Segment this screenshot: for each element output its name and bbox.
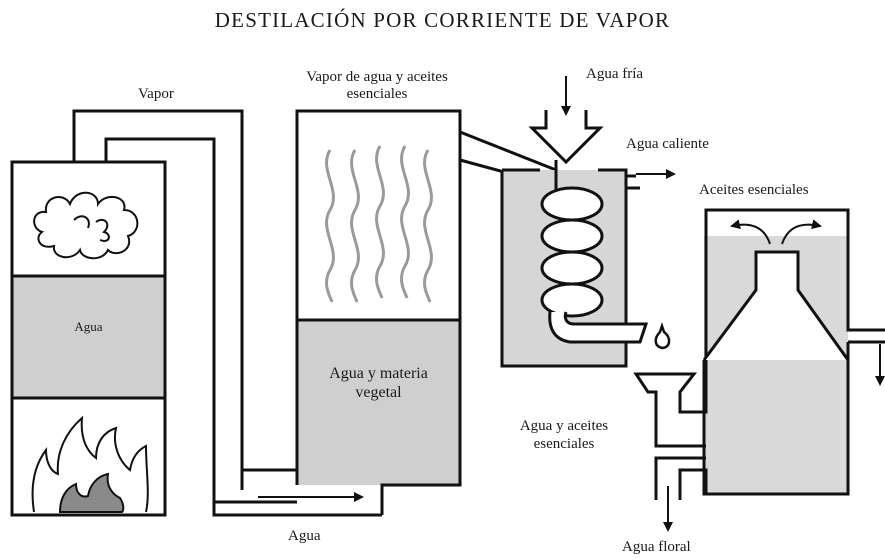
separator-cone <box>702 250 850 361</box>
condenser <box>500 76 676 368</box>
water-return-pipe <box>212 470 382 517</box>
separator <box>633 208 885 532</box>
boiler-outline <box>10 160 167 517</box>
cold-water-funnel <box>528 110 604 165</box>
oil-arrow-left-icon <box>730 219 771 245</box>
diagram-title: DESTILACIÓN POR CORRIENTE DE VAPOR <box>214 8 671 32</box>
label-aceites-esenciales: Aceites esenciales <box>699 182 809 198</box>
label-agua-floral: Agua floral <box>622 539 691 555</box>
steam-pipe <box>72 109 297 504</box>
oil-arrow-right-icon <box>781 219 822 245</box>
droplet-icon <box>654 322 671 350</box>
vessel-water-fill <box>297 320 460 485</box>
label-agua-boiler: Agua <box>74 319 103 334</box>
label-agua-fria: Agua fría <box>586 66 644 82</box>
label-agua-caliente: Agua caliente <box>626 136 709 152</box>
condenser-coil-icon <box>540 160 649 344</box>
label-vapor: Vapor <box>138 86 174 102</box>
steam-waves <box>325 145 433 303</box>
label-agua-materia-line1: Agua y materia <box>329 365 428 382</box>
label-vapor-agua-aceites-line2: esenciales <box>346 86 408 102</box>
label-vapor-agua-aceites-line1: Vapor de agua y aceites <box>306 69 448 85</box>
label-agua-materia-line2: vegetal <box>355 384 402 401</box>
label-agua-bottom: Agua <box>288 528 321 544</box>
flame-icon <box>31 415 149 513</box>
boiler-water-fill <box>12 276 165 398</box>
label-agua-aceites-line2: esenciales <box>533 436 595 452</box>
vessel-outline <box>295 109 462 515</box>
steam-cloud-icon <box>33 191 139 260</box>
boiler <box>10 160 167 517</box>
flame-core-icon <box>58 472 125 513</box>
separator-outline <box>633 208 885 500</box>
steam-cloud-detail-icon <box>73 215 110 242</box>
condenser-outline <box>500 168 640 368</box>
still-vessel <box>295 109 462 515</box>
label-agua-aceites-line1: Agua y aceites <box>519 418 609 434</box>
